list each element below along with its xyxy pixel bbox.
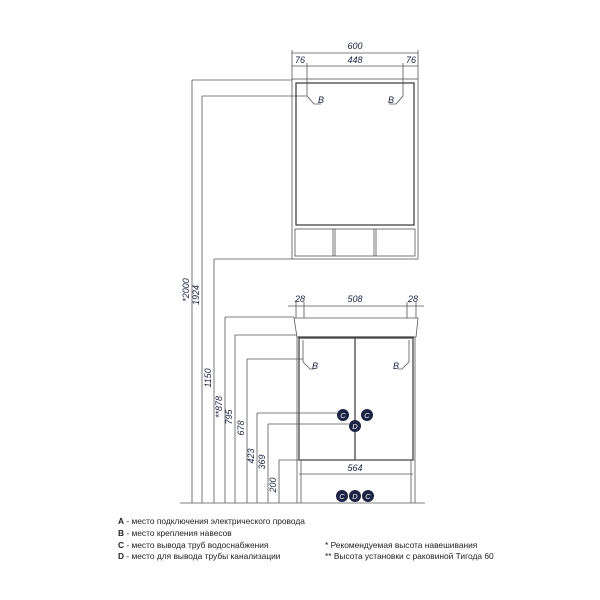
dim-upper-width: 600 bbox=[347, 41, 362, 51]
height-label: 1150 bbox=[203, 368, 213, 387]
height-label: 678 bbox=[236, 420, 246, 435]
legend-d: D - место для вывода трубы канализации bbox=[118, 551, 281, 561]
drain-outlet-marker: D bbox=[349, 490, 361, 502]
svg-text:C: C bbox=[340, 411, 346, 420]
dim-upper-right: 76 bbox=[406, 55, 416, 65]
height-label: 795 bbox=[224, 409, 234, 425]
mount-label-b: B bbox=[393, 361, 399, 371]
height-label: 200 bbox=[268, 477, 278, 493]
dim-lower-middle: 508 bbox=[347, 294, 362, 304]
water-outlet-marker: C bbox=[362, 490, 374, 502]
upper-cabinet: 600 76 448 76 B B bbox=[291, 41, 419, 260]
height-label: 369 bbox=[257, 454, 267, 469]
height-label: **878 bbox=[214, 396, 224, 418]
dim-upper-left: 76 bbox=[295, 55, 305, 65]
legend-c: C - место вывода труб водоснабжения bbox=[118, 540, 269, 550]
height-label: *2000 bbox=[181, 278, 191, 302]
lower-cabinet: 28 508 28 B B 564 C C D C D C bbox=[180, 294, 425, 504]
svg-text:C: C bbox=[364, 411, 370, 420]
dim-upper-middle: 448 bbox=[347, 55, 362, 65]
mount-label-b: B bbox=[388, 95, 394, 105]
svg-text:D: D bbox=[352, 422, 358, 431]
legend-a: A - место подключения электрического про… bbox=[118, 516, 305, 526]
dim-lower-right: 28 bbox=[407, 294, 418, 304]
mount-label-b: B bbox=[318, 95, 324, 105]
svg-text:C: C bbox=[365, 492, 371, 501]
svg-text:C: C bbox=[339, 492, 345, 501]
note-install-height: ** Высота установки с раковиной Тигода 6… bbox=[325, 551, 494, 561]
legend-b: B - место крепления навесов bbox=[118, 528, 232, 538]
height-label: 1924 bbox=[191, 285, 201, 305]
mount-label-b: B bbox=[312, 361, 318, 371]
drain-outlet-marker: D bbox=[349, 420, 361, 432]
height-dimensions: *2000 1924 1150 **878 795 678 423 369 20… bbox=[181, 79, 349, 503]
water-outlet-marker: C bbox=[336, 490, 348, 502]
dim-lower-left: 28 bbox=[294, 294, 305, 304]
water-outlet-marker: C bbox=[361, 409, 373, 421]
water-outlet-marker: C bbox=[337, 409, 349, 421]
dim-base-width: 564 bbox=[347, 463, 362, 473]
height-label: 423 bbox=[246, 448, 256, 463]
note-recommended-height: * Рекомендуемая высота навешивания bbox=[325, 540, 478, 550]
svg-text:D: D bbox=[352, 492, 358, 501]
